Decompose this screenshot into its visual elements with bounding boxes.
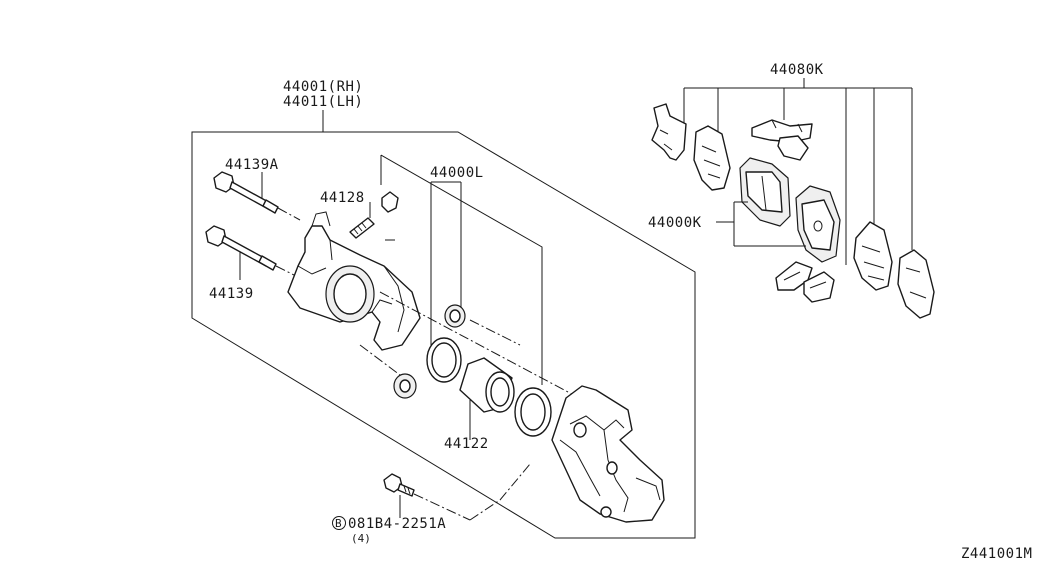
label-bolt-mount: 081B4-2251A — [348, 516, 446, 532]
label-seal-kit: 44000L — [430, 165, 484, 181]
label-bolt-mount-prefix: B — [335, 517, 342, 530]
brake-pad-2 — [795, 185, 841, 263]
label-caliper-lh: 44011(LH) — [283, 94, 363, 110]
label-bolt-upper: 44139A — [225, 157, 279, 173]
seal-kit-leader — [380, 154, 543, 385]
label-bolt-mount-qty: (4) — [351, 532, 371, 545]
piston-boot — [514, 387, 552, 437]
guide-pin-bolt-lower — [205, 225, 297, 280]
shim-3 — [853, 221, 893, 291]
mounting-bolt — [383, 463, 531, 521]
label-caliper-rh: 44001(RH) — [283, 79, 363, 95]
boot-upper — [444, 304, 466, 328]
pad-kit-leader — [716, 201, 806, 247]
label-diagram-code: Z441001M — [961, 546, 1032, 562]
shim-1 — [651, 103, 687, 161]
piston-seal — [426, 337, 462, 383]
label-piston: 44122 — [444, 436, 489, 452]
guide-pin-bolt-upper — [213, 171, 301, 221]
label-bolt-lower: 44139 — [209, 286, 254, 302]
shim-4 — [897, 249, 935, 319]
caliper-assembly-frame — [191, 110, 696, 539]
caliper-body — [287, 211, 421, 351]
label-hardware-kit: 44080K — [770, 62, 824, 78]
pad-clip-lower — [775, 261, 835, 303]
caliper-bracket — [551, 385, 665, 523]
bleeder-screw — [349, 191, 399, 241]
bolt-mount-prefix-circle — [332, 516, 346, 530]
pad-clip-upper — [751, 119, 813, 161]
label-pad-kit: 44000K — [648, 215, 702, 231]
piston — [459, 357, 515, 440]
hardware-kit-leader — [683, 78, 913, 265]
label-bleeder: 44128 — [320, 190, 365, 206]
brake-pad-1 — [739, 157, 791, 227]
boot-lower — [393, 373, 417, 399]
shim-2 — [693, 125, 731, 191]
